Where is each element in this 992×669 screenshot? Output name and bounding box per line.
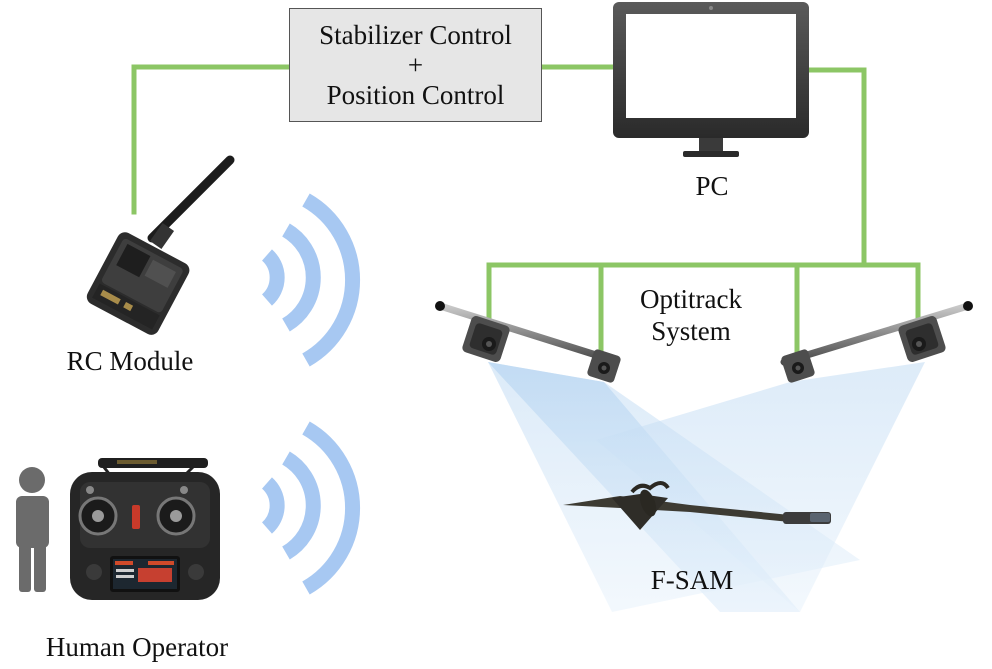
rc-module-label: RC Module <box>66 346 194 376</box>
controller-line-1: Stabilizer Control <box>319 20 512 50</box>
f-sam-label: F-SAM <box>650 565 734 595</box>
line-rc-to-controller <box>131 64 292 215</box>
wireless-signal-icon <box>261 193 360 367</box>
pc-label: PC <box>695 171 729 201</box>
optitrack-label-line-2: System <box>651 316 731 346</box>
controller-line-2: + <box>407 50 424 80</box>
optitrack-camera-icon <box>781 349 815 383</box>
optitrack-rig-right <box>780 301 973 383</box>
line-pc-to-optitrack <box>805 67 867 268</box>
optitrack-label-line-1: Optitrack <box>640 284 742 314</box>
optitrack-camera-icon <box>587 349 621 383</box>
person-icon <box>16 467 49 592</box>
optitrack-label: Optitrack System <box>626 283 756 347</box>
monitor-icon <box>613 2 809 157</box>
f-sam-aircraft-icon <box>563 481 831 530</box>
optitrack-camera-icon <box>898 316 946 362</box>
controller-line-3: Position Control <box>326 80 505 110</box>
controller-box: Stabilizer Control + Position Control <box>289 8 542 122</box>
wireless-signal-icon <box>261 421 360 595</box>
optitrack-camera-icon <box>462 316 510 362</box>
human-operator-label: Human Operator <box>45 632 229 662</box>
optitrack-rig-left <box>435 301 621 383</box>
rc-module-icon <box>86 155 235 335</box>
camera-fov-right <box>596 362 925 612</box>
rc-transmitter-icon <box>70 458 220 600</box>
connection-lines <box>131 64 921 355</box>
